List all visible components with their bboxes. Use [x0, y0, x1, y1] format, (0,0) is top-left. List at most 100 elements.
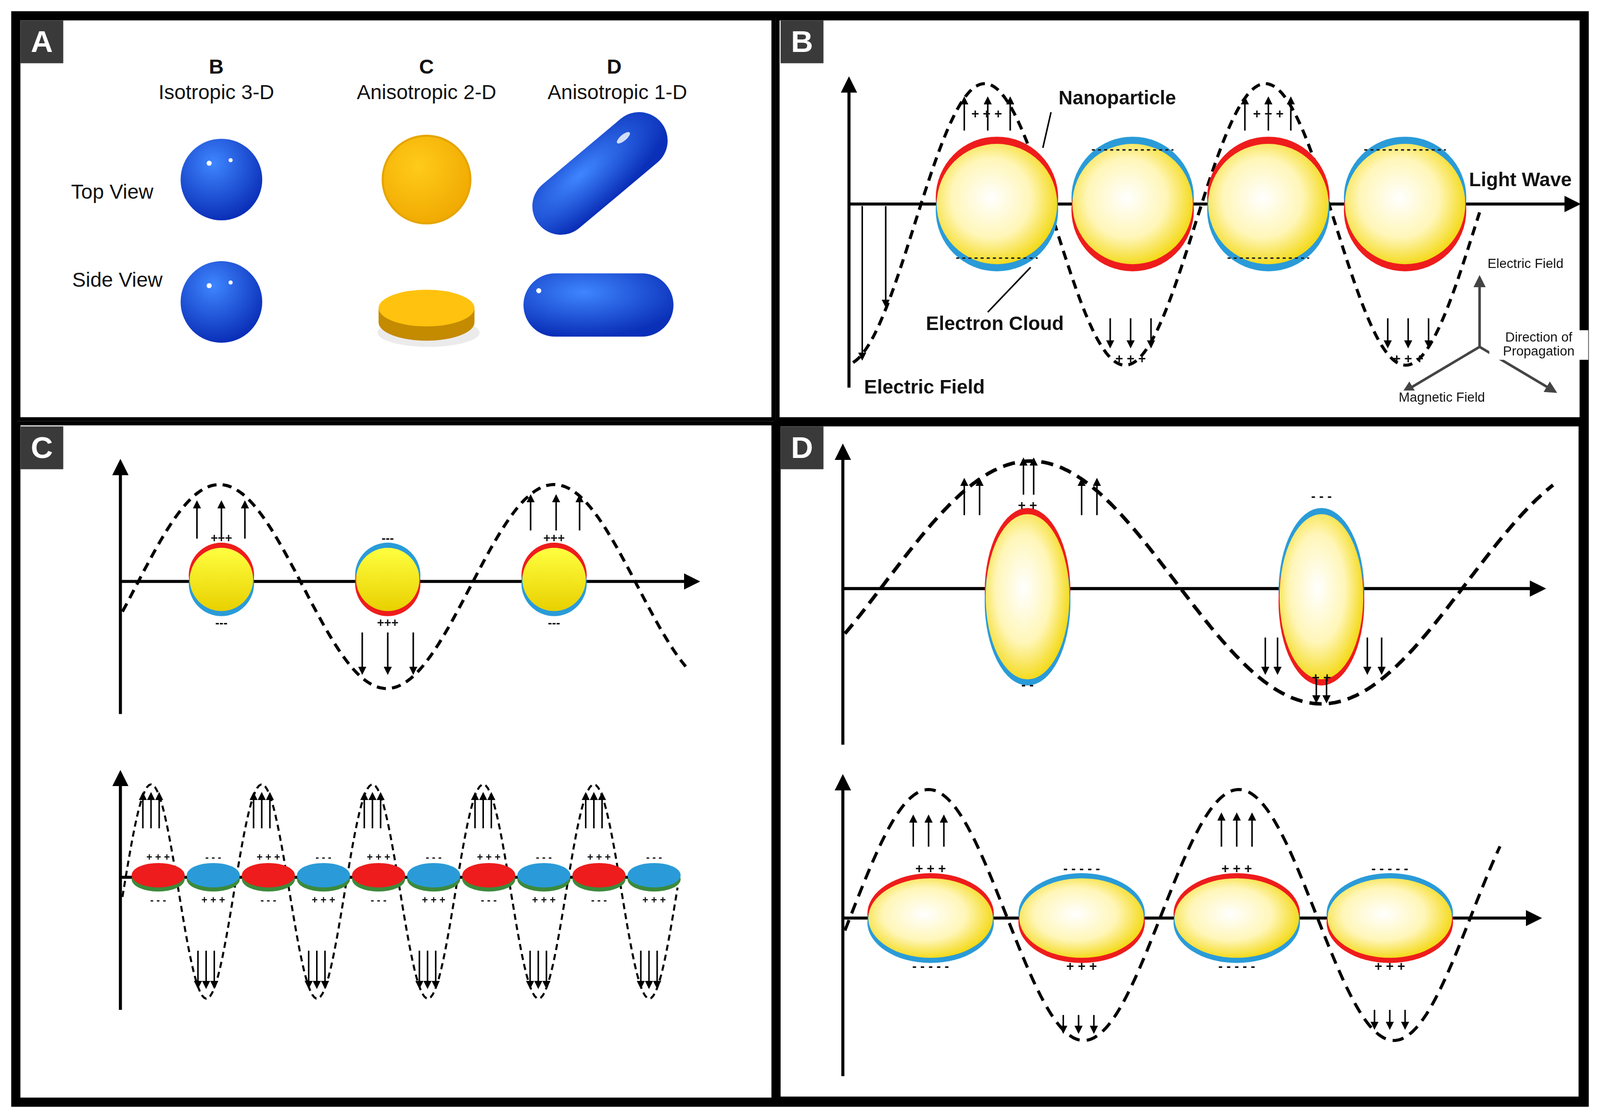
charge-sign: + + +: [531, 894, 557, 906]
panel-tab: D: [780, 426, 824, 470]
arrow-line: [529, 950, 531, 988]
arrow-line: [268, 793, 271, 829]
charge-sign: + + +: [475, 851, 502, 863]
arrow-line: [371, 793, 374, 829]
arrow-line: [1032, 458, 1035, 495]
arrow-line: [482, 793, 484, 829]
arrow-line: [386, 632, 389, 674]
callout-label: Electron Cloud: [925, 313, 1066, 335]
arrow-line: [1062, 1015, 1065, 1033]
arrow-line: [1478, 277, 1481, 347]
arrow-line: [324, 950, 326, 988]
charge-sign: +++: [542, 532, 566, 546]
nanoparticle: [868, 878, 993, 958]
arrow-line: [1366, 637, 1369, 674]
arrow-line: [885, 205, 887, 306]
arrow-line: [656, 950, 658, 988]
arrow-line: [978, 479, 981, 516]
light-wave: [122, 484, 686, 689]
arrow-line: [1092, 1015, 1095, 1033]
arrow-line: [1096, 479, 1098, 516]
leader-line: [987, 267, 1031, 313]
light-wave: [844, 789, 1500, 1041]
charge-sign: - - -: [1309, 489, 1333, 504]
nanodisc: [296, 863, 350, 888]
arrow-line: [584, 793, 587, 829]
nanoparticle: [1072, 143, 1193, 265]
charge-sign: - - -: [314, 851, 333, 863]
arrow-line: [363, 793, 366, 829]
arrow-line: [1009, 98, 1011, 131]
column-title: Isotropic 3-D: [157, 80, 276, 104]
arrow-line: [861, 205, 864, 359]
arrow-line: [1386, 318, 1389, 347]
charge-sign: + + +: [1391, 351, 1425, 367]
nanoparticle: [1019, 878, 1144, 958]
column-title: Anisotropic 2-D: [355, 80, 498, 104]
arrow-line: [1244, 98, 1246, 131]
panel-tab: B: [780, 20, 824, 64]
arrow-line: [380, 793, 382, 829]
charge-sign: - - -: [645, 851, 663, 863]
arrow-line: [196, 501, 198, 539]
panel-letter: A: [30, 24, 53, 60]
charge-sign: + + +: [365, 851, 392, 863]
arrow-line: [537, 950, 539, 988]
nanodisc: [186, 863, 240, 888]
charge-sign: + + +: [145, 851, 171, 863]
arrow-line: [150, 793, 152, 829]
arrow-line: [1109, 318, 1111, 347]
callout-label: Nanoparticle: [1057, 88, 1177, 110]
axis-label: Direction of Propagation: [1489, 330, 1589, 360]
nanodisc: [352, 863, 406, 888]
charge-sign: - - - - -: [1217, 959, 1257, 975]
arrow-line: [847, 79, 851, 388]
arrow-line: [1150, 318, 1152, 347]
charge-dots: [956, 257, 1039, 259]
arrow-line: [963, 479, 966, 516]
arrow-line: [197, 950, 199, 988]
light-wave: [122, 784, 678, 999]
charge-sign: + + +: [1065, 959, 1099, 975]
charge-sign: - - - - -: [1370, 861, 1410, 877]
arrow-line: [1235, 813, 1238, 847]
nanoparticle: [1327, 878, 1453, 958]
nanodisc: [406, 863, 460, 888]
nanoparticle: [1279, 514, 1364, 680]
charge-sign: + + +: [914, 861, 948, 877]
charge-sign: - - -: [479, 894, 498, 906]
arrow-line: [1373, 1009, 1376, 1029]
arrow-line: [1290, 98, 1292, 131]
arrow-line: [260, 793, 263, 829]
light-wave: [844, 460, 1553, 704]
arrow-line: [434, 950, 437, 988]
charge-sign: - - -: [424, 851, 443, 863]
charge-sign: + + +: [641, 894, 667, 906]
charge-sign: ---: [214, 616, 229, 631]
arrow-line: [316, 950, 318, 988]
nanoparticle: [985, 514, 1070, 680]
arrow-line: [963, 98, 966, 131]
axis-label: Light Wave: [1468, 169, 1574, 191]
arrow-line: [141, 793, 144, 829]
axis-label: Electric Field: [1486, 256, 1565, 272]
nanoparticle: [1207, 143, 1329, 265]
arrow-line: [1220, 813, 1222, 847]
arrow-line: [1427, 318, 1430, 347]
arrow-line: [1130, 318, 1132, 347]
arrow-line: [1404, 1009, 1406, 1029]
arrow-line: [213, 950, 216, 988]
arrow-line: [1388, 1009, 1391, 1029]
charge-sign: ---: [380, 532, 395, 546]
arrow-line: [361, 632, 363, 674]
charge-sign: + + +: [1220, 861, 1254, 877]
charge-sign: - - - - -: [1062, 861, 1102, 877]
arrow-line: [1264, 637, 1267, 674]
nanoparticle: [1174, 878, 1299, 958]
charge-sign: - - -: [590, 894, 609, 906]
nanodisc: [131, 863, 185, 888]
arrow-line: [1080, 479, 1083, 516]
panel-tab: C: [20, 426, 64, 470]
charge-sign: + + +: [586, 851, 612, 863]
charge-sign: + + +: [970, 106, 1004, 122]
